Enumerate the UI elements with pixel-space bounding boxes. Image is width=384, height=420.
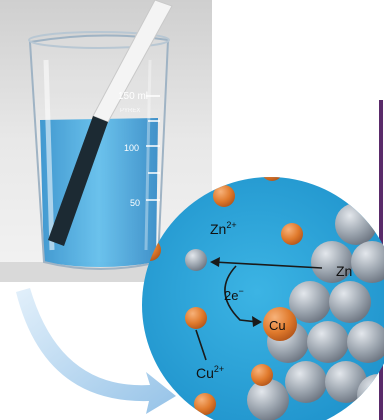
reaction-arrows — [195, 257, 323, 361]
svg-text:Cu2+: Cu2+ — [196, 364, 224, 381]
svg-text:Zn2+: Zn2+ — [210, 220, 237, 237]
beaker-mark-150: 150 ml — [118, 91, 148, 102]
cu-ion-label: Cu2+ — [196, 364, 224, 381]
zn-ion-label: Zn2+ — [210, 220, 237, 237]
magnify-arrow — [16, 288, 176, 414]
beaker-mark-100: 100 — [124, 143, 139, 153]
zinc-strip — [48, 0, 173, 246]
beaker-brand: PYREX — [120, 108, 140, 114]
electrons-label: 2e− — [224, 286, 244, 303]
svg-text:2e−: 2e− — [224, 286, 244, 303]
cu-atom-label: Cu — [269, 318, 286, 333]
zn-metal-label: Zn — [336, 263, 352, 279]
copper-atom — [263, 307, 297, 341]
zinc-ion — [185, 249, 207, 271]
beaker-photo: 150 ml PYREX 100 50 — [0, 0, 212, 282]
beaker-mark-50: 50 — [130, 198, 140, 208]
beaker — [28, 31, 170, 270]
